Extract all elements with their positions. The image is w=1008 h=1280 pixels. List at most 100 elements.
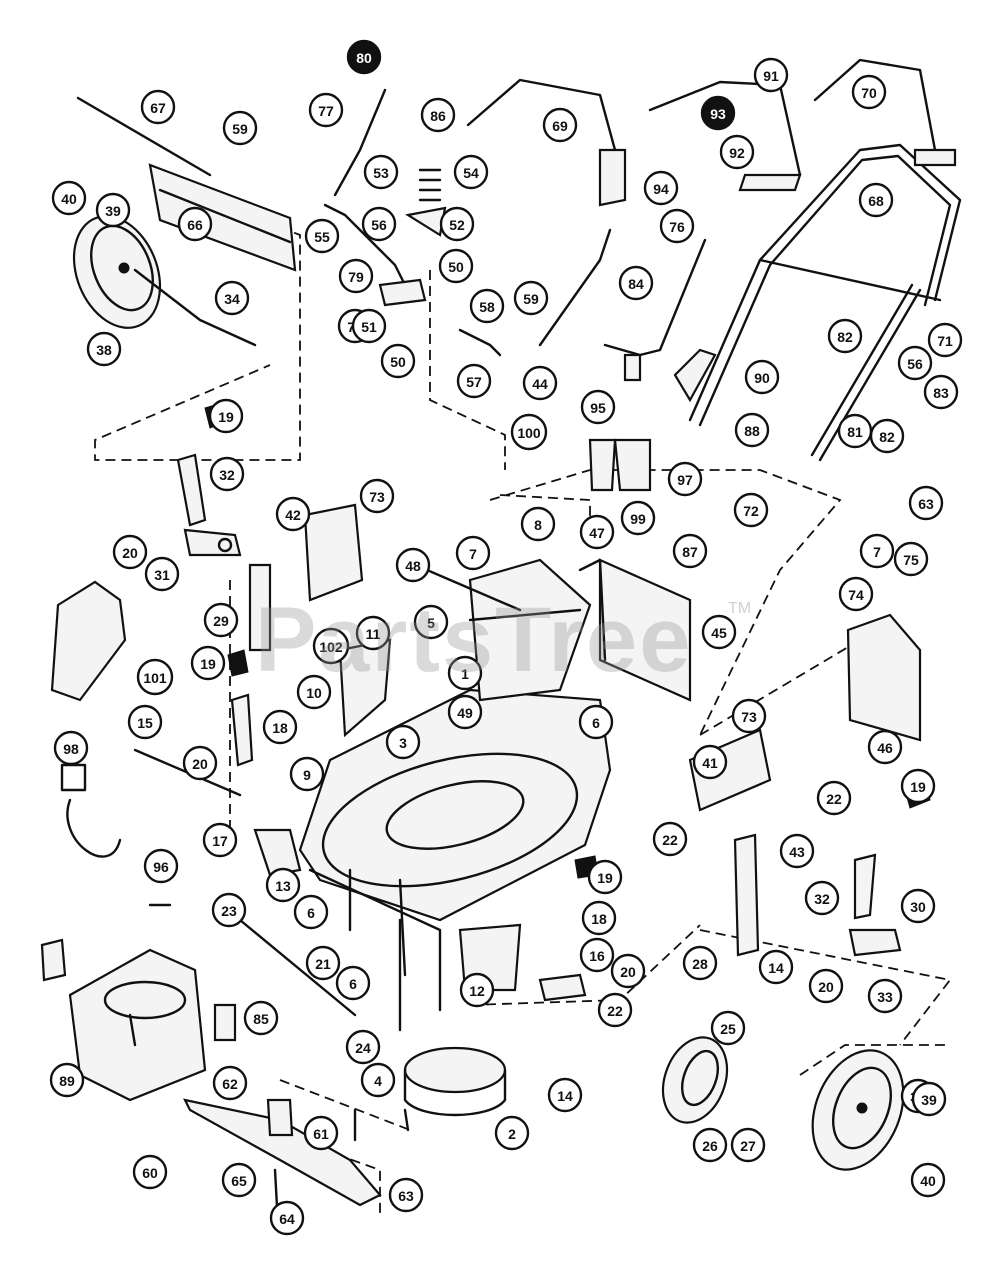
callout-circle (455, 535, 491, 571)
callout-number: 15 (137, 715, 153, 731)
callout-number: 30 (910, 899, 926, 915)
callout-number: 76 (669, 219, 685, 235)
callout-80: 80 (346, 39, 382, 75)
callout-number: 26 (702, 1138, 718, 1154)
callout-circle (911, 1081, 947, 1117)
callout-circle (49, 1062, 85, 1098)
callout-circle (438, 248, 474, 284)
callout-circle (243, 1000, 279, 1036)
callout-circle (520, 506, 556, 542)
callout-16: 16 (579, 937, 615, 973)
callout-circle (208, 398, 244, 434)
callout-circle (581, 900, 617, 936)
callout-49: 49 (447, 694, 483, 730)
callout-number: 19 (597, 870, 613, 886)
callout-number: 39 (105, 203, 121, 219)
callout-number: 42 (285, 507, 301, 523)
callout-19: 19 (190, 645, 226, 681)
callout-34: 34 (214, 280, 250, 316)
callout-22: 22 (816, 780, 852, 816)
callout-number: 52 (449, 217, 465, 233)
callout-33: 33 (867, 978, 903, 1014)
callout-number: 20 (122, 545, 138, 561)
callout-60: 60 (132, 1154, 168, 1190)
callout-number: 12 (469, 983, 485, 999)
callout-56: 56 (361, 206, 397, 242)
callout-circle (910, 1162, 946, 1198)
callout-circle (542, 107, 578, 143)
callout-47: 47 (579, 514, 615, 550)
callout-circle (456, 363, 492, 399)
callout-number: 97 (677, 472, 693, 488)
callout-30: 30 (900, 888, 936, 924)
callout-number: 6 (307, 905, 315, 921)
callout-circle (355, 615, 391, 651)
callout-number: 48 (405, 558, 421, 574)
callout-number: 89 (59, 1073, 75, 1089)
callout-circle (779, 833, 815, 869)
callout-number: 91 (763, 68, 779, 84)
callout-92: 92 (719, 134, 755, 170)
callout-number: 19 (218, 409, 234, 425)
callout-circle (900, 768, 936, 804)
callout-circle (439, 206, 475, 242)
callout-circle (308, 92, 344, 128)
callout-7: 7 (455, 535, 491, 571)
callout-83: 83 (923, 374, 959, 410)
callout-circle (304, 218, 340, 254)
callout-75: 75 (893, 541, 929, 577)
callout-circle (363, 154, 399, 190)
callout-number: 57 (466, 374, 482, 390)
callout-number: 14 (557, 1088, 573, 1104)
callout-number: 32 (814, 891, 830, 907)
callout-63: 63 (908, 485, 944, 521)
callout-number: 22 (607, 1003, 623, 1019)
callout-59: 59 (222, 110, 258, 146)
callout-circle (827, 318, 863, 354)
callout-number: 32 (219, 467, 235, 483)
callout-circle (580, 389, 616, 425)
rear-baffle (76, 96, 297, 272)
callout-2: 2 (494, 1115, 530, 1151)
callout-circle (620, 500, 656, 536)
callout-32: 32 (804, 880, 840, 916)
callout-circle (522, 365, 558, 401)
callout-number: 6 (349, 976, 357, 992)
callout-90: 90 (744, 359, 780, 395)
callout-number: 88 (744, 423, 760, 439)
callout-22: 22 (597, 992, 633, 1028)
callout-20: 20 (808, 968, 844, 1004)
callout-circle (851, 74, 887, 110)
callout-100: 100 (510, 413, 548, 451)
callout-number: 20 (818, 979, 834, 995)
callout-number: 17 (212, 833, 228, 849)
callout-59: 59 (513, 280, 549, 316)
callout-91: 91 (753, 57, 789, 93)
callout-circle (652, 821, 688, 857)
callout-93: 93 (700, 95, 736, 131)
callout-6: 6 (335, 965, 371, 1001)
callout-number: 3 (399, 735, 407, 751)
callout-24: 24 (345, 1029, 381, 1065)
callout-number: 84 (628, 276, 644, 292)
callout-circle (132, 1154, 168, 1190)
callout-25: 25 (710, 1010, 746, 1046)
callout-number: 13 (275, 878, 291, 894)
callout-number: 63 (918, 496, 934, 512)
callout-82: 82 (869, 418, 905, 454)
callout-circle (136, 658, 174, 696)
callout-43: 43 (779, 833, 815, 869)
callout-circle (305, 945, 341, 981)
callout-circle (672, 533, 708, 569)
callout-circle (447, 694, 483, 730)
callout-circle (351, 308, 387, 344)
callout-number: 7 (873, 544, 881, 560)
front-wheel-right (811, 1049, 905, 1171)
callout-number: 55 (314, 229, 330, 245)
callout-circle (579, 937, 615, 973)
callout-circle (643, 170, 679, 206)
callout-circle (53, 730, 89, 766)
callout-68: 68 (858, 182, 894, 218)
callout-number: 86 (430, 108, 446, 124)
callout-number: 73 (369, 489, 385, 505)
